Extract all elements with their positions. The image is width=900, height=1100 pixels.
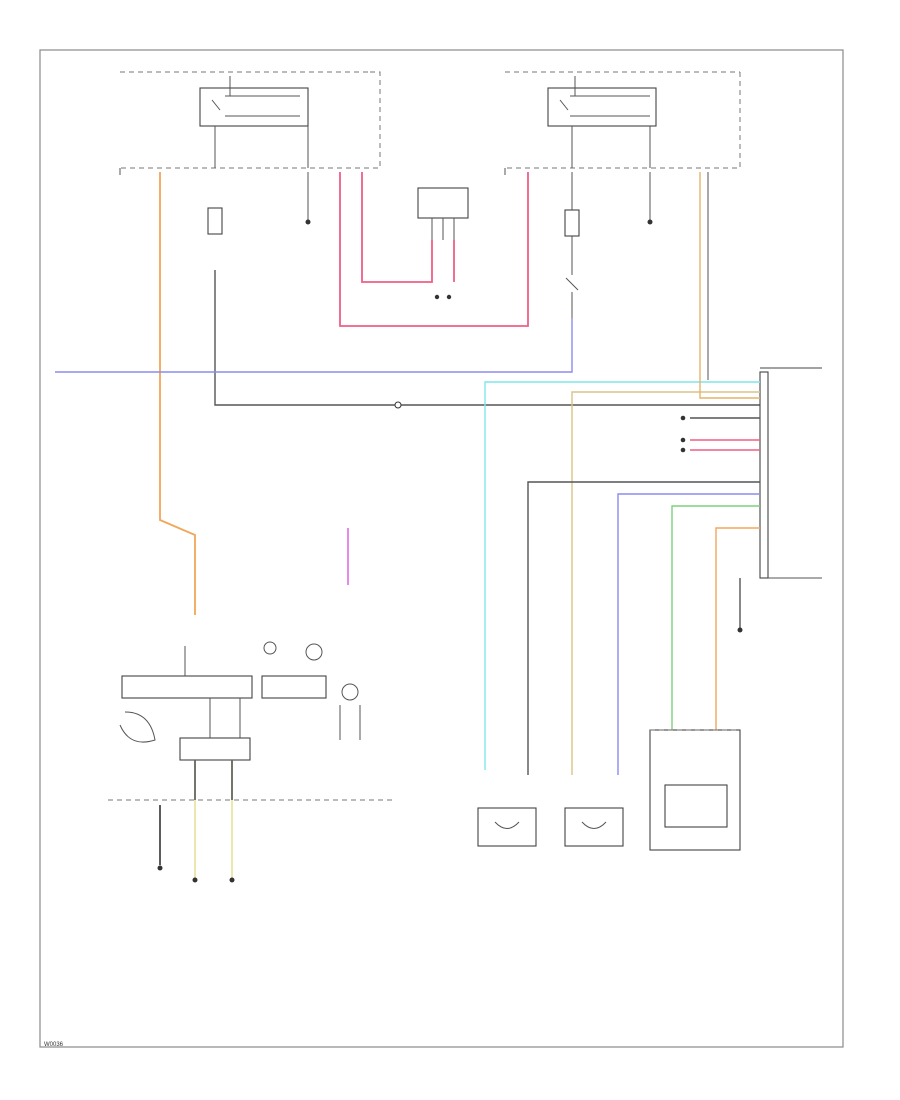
combination-meter-assembly bbox=[108, 641, 395, 801]
diagram-code: W0036 bbox=[44, 1042, 64, 1048]
lower-connectors bbox=[159, 760, 233, 880]
diagram-frame bbox=[39, 49, 844, 1048]
module-input-wires bbox=[484, 172, 760, 775]
inline-connector bbox=[394, 401, 402, 409]
left-seatbelt-buckle-switch-assembly bbox=[120, 71, 381, 169]
buckle-switch-boxes bbox=[477, 729, 741, 851]
terminal-ticks bbox=[119, 168, 709, 380]
seatbelt-control-module bbox=[759, 367, 822, 579]
gray-wire-main bbox=[214, 270, 760, 406]
right-seatbelt-buckle-switch-assembly bbox=[505, 71, 741, 169]
right-switch-chain bbox=[207, 172, 653, 318]
seat-position-sensor-connector bbox=[417, 187, 469, 300]
orange-wire-left bbox=[159, 172, 196, 615]
pink-wire-harness bbox=[339, 172, 529, 327]
blue-wire-horizontal bbox=[55, 318, 573, 373]
